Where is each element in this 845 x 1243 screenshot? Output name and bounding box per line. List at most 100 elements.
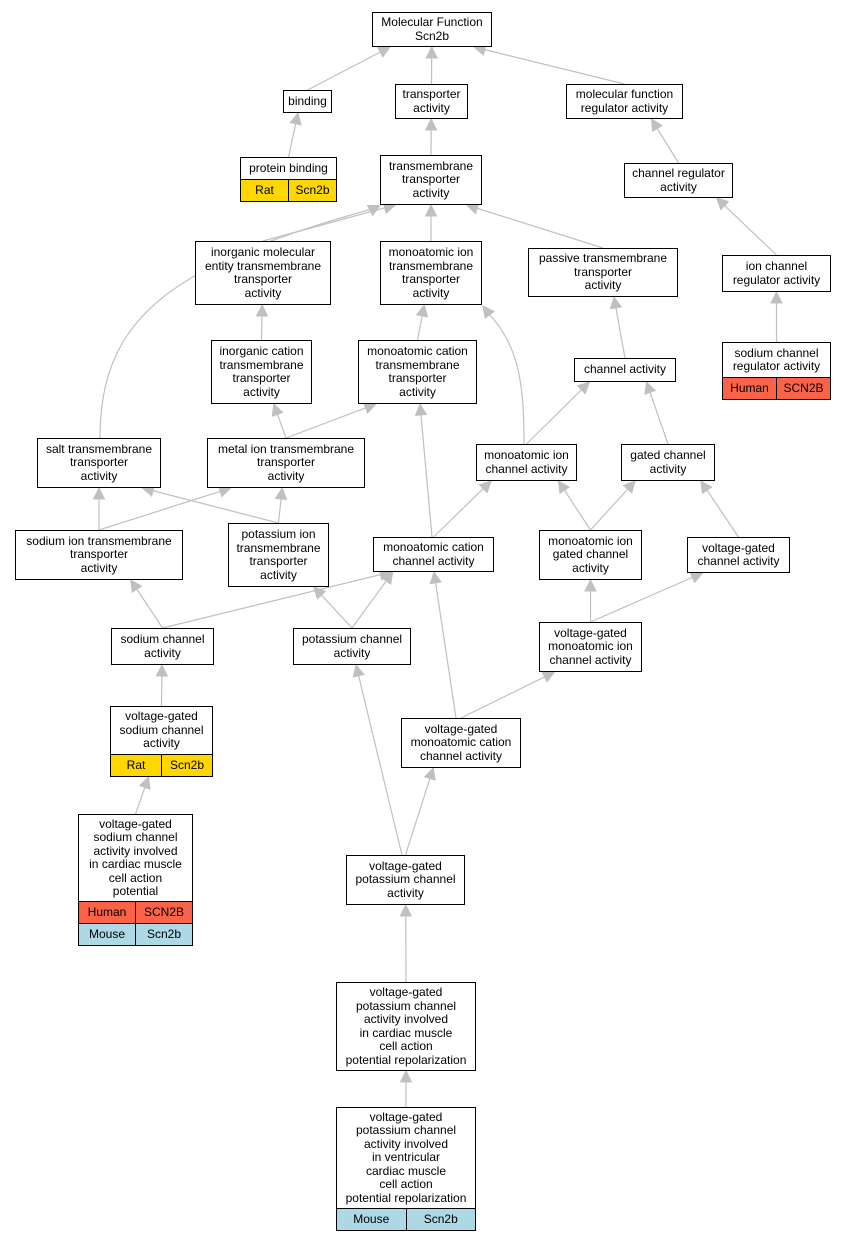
edge-line xyxy=(351,579,388,629)
node-label: voltage-gated monoatomic ion channel act… xyxy=(548,625,633,667)
edge-arrowhead xyxy=(576,381,591,395)
go-term-node[interactable]: voltage-gated monoatomic ion channel act… xyxy=(539,622,642,672)
go-term-node[interactable]: metal ion transmembrane transporter acti… xyxy=(207,438,365,488)
edge-line xyxy=(433,487,485,538)
node-label: ion channel regulator activity xyxy=(732,259,821,287)
edge-arrowhead xyxy=(313,586,327,600)
go-term-node[interactable]: voltage-gated monoatomic cation channel … xyxy=(401,718,521,768)
edge-line xyxy=(320,593,353,629)
go-term-node[interactable]: monoatomic ion channel activity xyxy=(476,444,577,481)
node-label: voltage-gated sodium channel activity in… xyxy=(89,816,182,898)
edge-line xyxy=(705,488,739,538)
edge-arrowhead xyxy=(584,578,597,592)
edge-line xyxy=(262,207,386,242)
node-label: metal ion transmembrane transporter acti… xyxy=(217,441,355,483)
edge-arrowhead xyxy=(424,117,438,131)
go-term-node[interactable]: molecular function regulator activity xyxy=(566,84,683,119)
edge-line xyxy=(99,208,373,439)
node-label: salt transmembrane transporter activity xyxy=(45,441,153,483)
go-term-node[interactable]: voltage-gated potassium channel activity xyxy=(346,855,465,905)
edge-arrowhead xyxy=(650,118,663,133)
edge-arrowhead xyxy=(376,46,391,58)
go-term-node[interactable]: sodium ion transmembrane transporter act… xyxy=(15,530,183,580)
node-label: voltage-gated potassium channel activity… xyxy=(345,1109,467,1205)
go-term-node[interactable]: salt transmembrane transporter activity xyxy=(37,438,161,488)
node-label: channel regulator activity xyxy=(632,166,725,194)
node-label: potassium channel activity xyxy=(301,632,403,660)
go-term-node[interactable]: potassium ion transmembrane transporter … xyxy=(228,523,329,587)
edge-arrowhead xyxy=(700,480,713,495)
edge-line xyxy=(476,207,604,249)
go-term-node[interactable]: inorganic cation transmembrane transport… xyxy=(211,340,312,404)
edge-arrowhead xyxy=(155,663,169,677)
node-label: transporter activity xyxy=(402,87,461,115)
node-label: molecular function regulator activity xyxy=(575,87,674,115)
go-term-node[interactable]: transmembrane transporter activity xyxy=(380,155,482,205)
gene-cell: SCN2B xyxy=(776,378,830,399)
node-label: passive transmembrane transporter activi… xyxy=(538,251,668,293)
go-term-node[interactable]: transporter activity xyxy=(395,84,468,119)
edge-arrowhead xyxy=(415,303,429,318)
edge-line xyxy=(98,490,222,531)
species-cell: Rat xyxy=(255,182,274,197)
edge-line xyxy=(615,306,626,359)
go-term-node[interactable]: gated channel activity xyxy=(621,444,715,481)
go-term-node[interactable]: inorganic molecular entity transmembrane… xyxy=(195,241,331,305)
go-term-node[interactable]: ion channel regulator activity xyxy=(722,255,831,292)
edge-arrowhead xyxy=(644,380,657,395)
edge-line xyxy=(590,487,629,531)
go-term-node[interactable]: channel regulator activity xyxy=(624,163,733,198)
node-label: gated channel activity xyxy=(630,448,706,476)
edge-line xyxy=(483,48,625,85)
go-term-node[interactable]: sodium channel activity xyxy=(111,628,214,665)
go-term-node[interactable]: Molecular Function Scn2b xyxy=(372,12,492,47)
node-label: monoatomic cation transmembrane transpor… xyxy=(367,344,468,399)
node-label: binding xyxy=(288,93,327,108)
node-label: Molecular Function Scn2b xyxy=(381,15,483,43)
edge-line xyxy=(135,588,164,629)
go-term-node[interactable]: channel activity xyxy=(574,358,676,382)
node-label: sodium channel activity xyxy=(120,632,205,660)
node-label: monoatomic ion channel activity xyxy=(484,448,569,476)
edge-line xyxy=(649,391,669,445)
go-term-node[interactable]: monoatomic cation transmembrane transpor… xyxy=(358,340,477,404)
edge-line xyxy=(404,777,431,856)
node-label: potassium ion transmembrane transporter … xyxy=(236,527,321,582)
go-term-node[interactable]: binding xyxy=(283,90,332,113)
go-term-node[interactable]: voltage-gated sodium channel activity in… xyxy=(78,814,193,946)
edge-arrowhead xyxy=(557,480,571,495)
edge-arrowhead xyxy=(478,480,492,494)
go-term-node[interactable]: monoatomic ion transmembrane transporter… xyxy=(380,241,482,305)
node-label: voltage-gated channel activity xyxy=(697,540,780,568)
go-term-node[interactable]: voltage-gated potassium channel activity… xyxy=(336,982,476,1071)
node-label: inorganic cation transmembrane transport… xyxy=(219,344,304,399)
edge-arrowhead xyxy=(424,203,438,217)
gene-cell: Scn2b xyxy=(405,1209,476,1230)
gene-cell: Scn2b xyxy=(135,924,192,945)
edge-line xyxy=(460,675,546,719)
edge-line xyxy=(526,388,583,445)
node-label: sodium channel regulator activity xyxy=(732,345,821,373)
edge-line xyxy=(420,413,433,538)
go-term-node[interactable]: monoatomic ion gated channel activity xyxy=(539,530,642,580)
edge-arrowhead xyxy=(689,571,704,584)
go-term-node[interactable]: voltage-gated potassium channel activity… xyxy=(336,1107,476,1231)
edge-arrowhead xyxy=(429,570,442,585)
go-term-node[interactable]: monoatomic cation channel activity xyxy=(373,537,494,572)
edge-line xyxy=(416,314,423,341)
go-term-node[interactable]: voltage-gated channel activity xyxy=(687,537,790,573)
go-term-node[interactable]: potassium channel activity xyxy=(293,628,411,665)
edge-line xyxy=(434,581,457,719)
edge-arrowhead xyxy=(423,766,436,781)
edge-line xyxy=(260,314,263,341)
edge-arrowhead xyxy=(366,205,381,217)
go-term-node[interactable]: passive transmembrane transporter activi… xyxy=(528,248,678,297)
